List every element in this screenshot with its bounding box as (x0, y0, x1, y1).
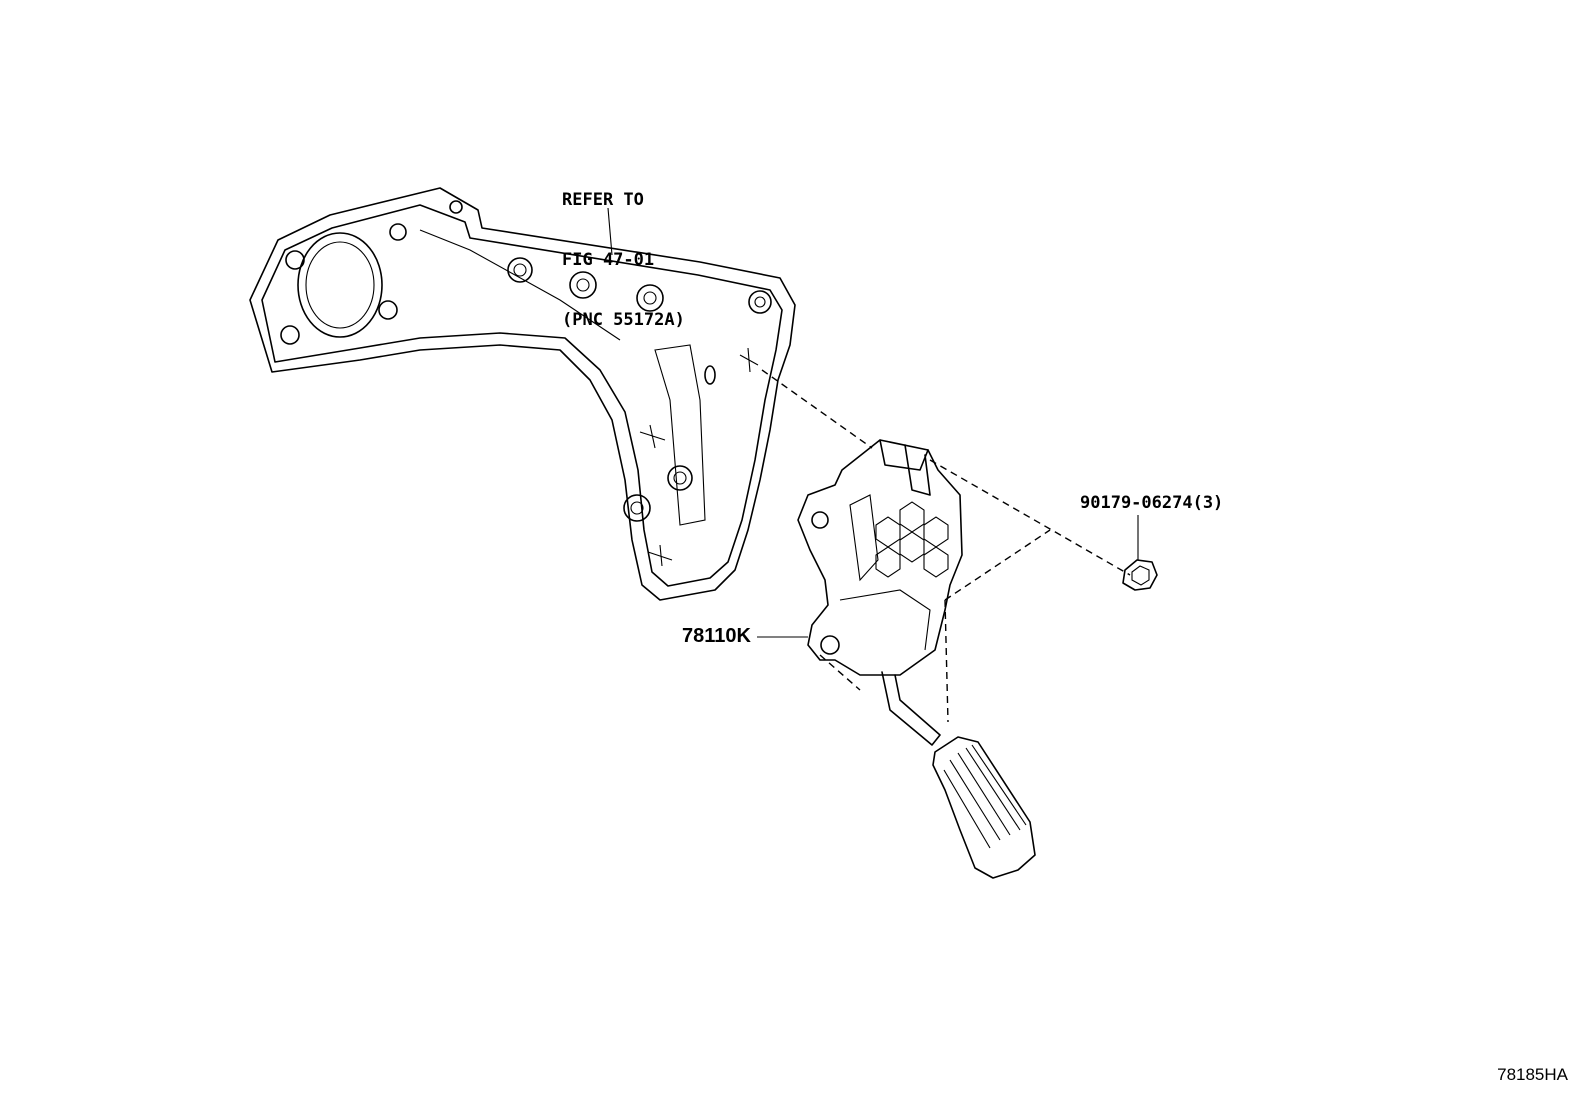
refer-to-callout: REFER TO FIG 47-01 (PNC 55172A) (562, 150, 685, 350)
nut-part-number: 90179-06274(3) (1080, 493, 1224, 513)
refer-line-2: FIG 47-01 (562, 250, 655, 270)
assembly-lines (761, 369, 1131, 723)
hex-nut-icon (1122, 515, 1158, 591)
pedal-part-number: 78110K (682, 625, 751, 647)
figure-id: 78185HA (1497, 1065, 1568, 1084)
accelerator-pedal-icon (797, 439, 1036, 879)
refer-line-3: (PNC 55172A) (562, 310, 685, 330)
pedal-bracket-icon (249, 187, 796, 601)
refer-leader (607, 207, 613, 256)
refer-line-1: REFER TO (562, 190, 644, 210)
